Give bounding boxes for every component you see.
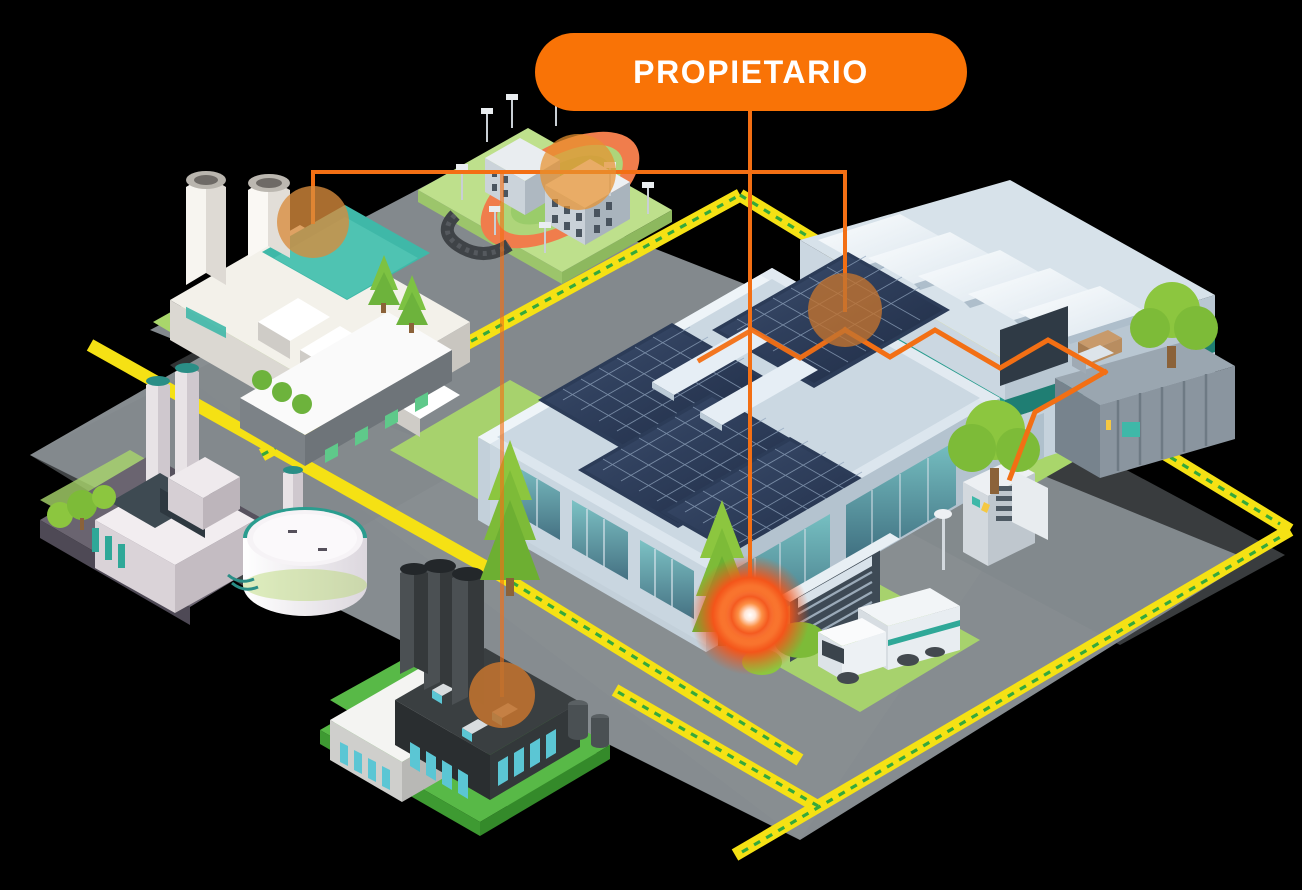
tree-cluster-plant bbox=[252, 255, 428, 414]
building-power-plant bbox=[170, 171, 470, 466]
connector-roof-route bbox=[841, 326, 1109, 376]
owner-badge[interactable]: PROPIETARIO bbox=[535, 33, 967, 111]
connector-roof-route-left bbox=[696, 326, 849, 364]
node-factory[interactable] bbox=[469, 662, 535, 728]
delivery-truck bbox=[818, 588, 960, 684]
node-school[interactable] bbox=[540, 134, 616, 210]
node-markers bbox=[277, 134, 882, 728]
lamp-post bbox=[934, 509, 952, 570]
pallet-loader bbox=[1072, 330, 1122, 374]
connector-cabinet-route bbox=[1006, 368, 1109, 482]
node-power-plant[interactable] bbox=[277, 186, 349, 258]
owner-badge-label: PROPIETARIO bbox=[633, 53, 869, 90]
node-solar-roof[interactable] bbox=[808, 273, 882, 347]
battery-container bbox=[1055, 340, 1235, 478]
node-main-meter-core bbox=[720, 585, 780, 645]
building-refinery bbox=[40, 363, 367, 625]
